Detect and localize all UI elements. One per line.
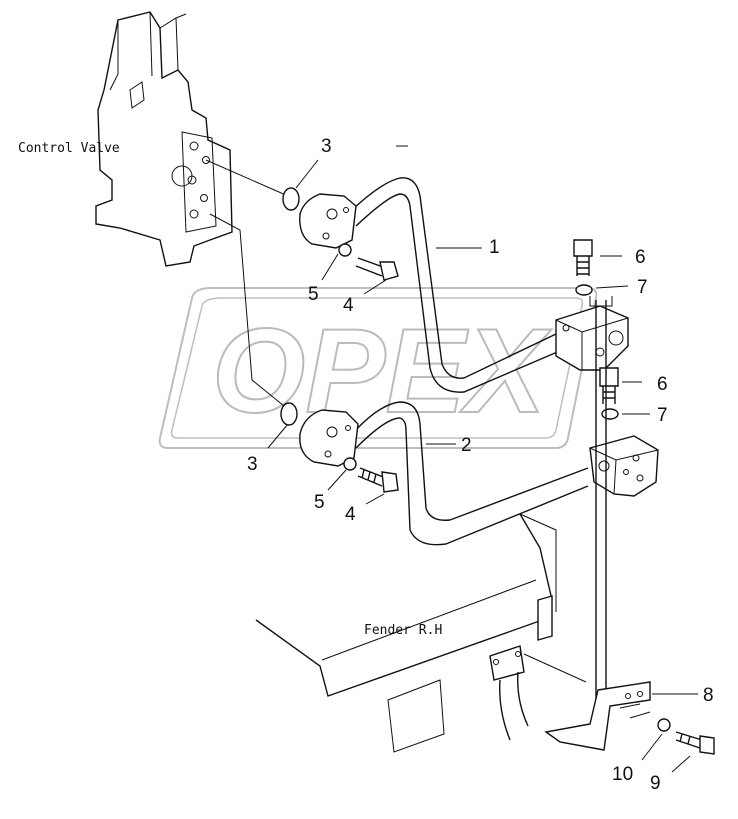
control-valve: [95, 11, 233, 267]
port-line-lower: [209, 213, 285, 407]
callout-6-lower: 6: [657, 374, 668, 395]
fender-label: Fender R.H: [364, 623, 442, 638]
washer-7-lower: [601, 408, 619, 420]
callout-2: 2: [461, 435, 472, 456]
callout-7-lower: 7: [657, 405, 668, 426]
callout-4-lower: 4: [345, 504, 356, 525]
bolt-lower: [357, 467, 399, 493]
callout-1: 1: [489, 237, 500, 258]
callout-9: 9: [650, 773, 661, 794]
control-valve-label: Control Valve: [18, 141, 120, 156]
callout-6-upper: 6: [635, 247, 646, 268]
bracket-8: [544, 681, 651, 751]
junction-block-lower: [589, 435, 659, 497]
tube-2: [299, 401, 589, 546]
leader-lines: [267, 145, 698, 773]
bolt-6-upper: [573, 239, 593, 276]
bolt-9: [675, 731, 715, 755]
tube-1: [299, 177, 563, 393]
callout-10: 10: [612, 764, 633, 785]
callout-8: 8: [703, 685, 714, 706]
o-ring-upper: [282, 187, 300, 211]
washer-7-upper: [575, 284, 593, 296]
washer-upper: [338, 243, 352, 257]
callout-7-upper: 7: [637, 277, 648, 298]
o-ring-lower: [280, 402, 298, 426]
bolt-6-lower: [599, 367, 619, 404]
bracket-post: [589, 296, 613, 716]
washer-10: [657, 718, 671, 732]
callout-5-upper: 5: [308, 284, 319, 305]
callout-3-upper: 3: [321, 136, 332, 157]
watermark: OPEX: [158, 287, 598, 449]
fender: [255, 513, 587, 753]
bolt-upper: [355, 257, 399, 281]
callout-4-upper: 4: [343, 295, 354, 316]
watermark-text: OPEX: [212, 304, 552, 438]
callout-3-lower: 3: [247, 454, 258, 475]
callout-5-lower: 5: [314, 492, 325, 513]
washer-lower: [343, 457, 357, 471]
junction-block-upper: [555, 305, 629, 371]
port-line-upper: [205, 159, 289, 197]
